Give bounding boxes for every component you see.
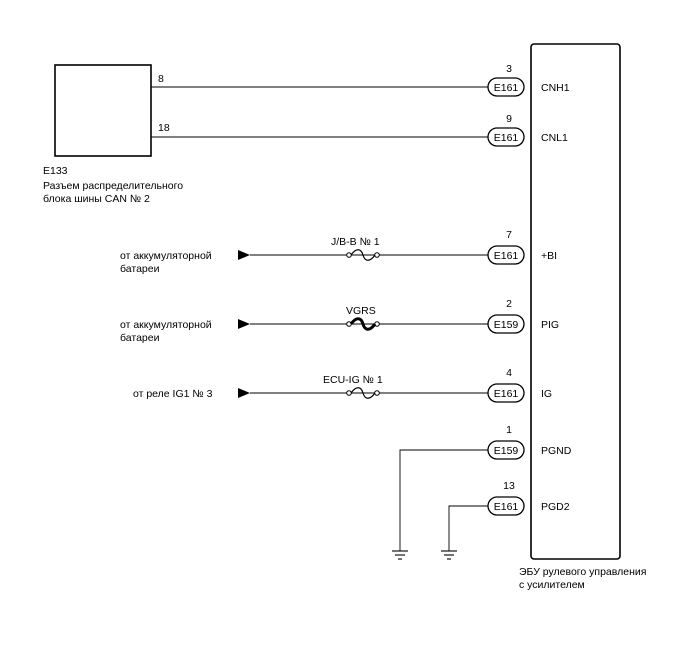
connector-tag [487, 77, 525, 97]
ecu-pin-number: 7 [506, 229, 512, 241]
ecu-box [530, 43, 621, 560]
source-label-pig-line2: батареи [120, 332, 160, 344]
connector-tag [487, 314, 525, 334]
source-label-ig: от реле IG1 № 3 [133, 388, 213, 400]
ecu-terminal-name: CNL1 [541, 132, 568, 144]
fuse-label-vgrs: VGRS [346, 305, 376, 317]
fuse-label-ecuig1: ECU-IG № 1 [323, 374, 383, 386]
ground-icon [441, 550, 457, 560]
ecu-pin-number: 4 [506, 367, 512, 379]
ecu-name-line2: с усилителем [519, 579, 585, 591]
can-connector-code: E133 [43, 165, 68, 177]
ecu-terminal-name: PIG [541, 319, 559, 331]
ecu-terminal-name: IG [541, 388, 552, 400]
connector-tag [487, 440, 525, 460]
ecu-terminal-name: PGD2 [541, 501, 570, 513]
source-label-bi-line1: от аккумуляторной [120, 250, 212, 262]
ecu-pin-number: 1 [506, 424, 512, 436]
can-connector-pin-18: 18 [158, 122, 170, 134]
source-label-pig-line1: от аккумуляторной [120, 319, 212, 331]
can-connector-name-line1: Разъем распределительного [43, 180, 183, 192]
wire-pgd2 [448, 505, 488, 551]
ecu-pin-number: 3 [506, 63, 512, 75]
supply-arrow-icon [238, 250, 250, 260]
fuse-label-jbb1: J/B-B № 1 [331, 236, 380, 248]
ecu-terminal-name: PGND [541, 445, 572, 457]
ground-icon [392, 550, 408, 560]
connector-tag [487, 245, 525, 265]
ecu-name-line1: ЭБУ рулевого управления [519, 566, 646, 578]
connector-code: E159 [494, 319, 519, 331]
fuse-icon [346, 387, 380, 399]
ecu-pin-number: 13 [503, 480, 515, 492]
wire-pgnd [399, 449, 488, 551]
connector-code: E161 [494, 132, 519, 144]
can-junction-connector-box [54, 64, 152, 157]
supply-arrow-icon [238, 319, 250, 329]
ecu-terminal-name: +BI [541, 250, 557, 262]
connector-code: E161 [494, 501, 519, 513]
connector-code: E161 [494, 388, 519, 400]
connector-tag [487, 383, 525, 403]
supply-arrow-icon [238, 388, 250, 398]
connector-tag [487, 127, 525, 147]
connector-code: E161 [494, 82, 519, 94]
fusible-link-icon [346, 317, 380, 331]
ecu-terminal-name: CNH1 [541, 82, 570, 94]
can-connector-pin-8: 8 [158, 73, 164, 85]
source-label-bi-line2: батареи [120, 263, 160, 275]
connector-code: E159 [494, 445, 519, 457]
connector-code: E161 [494, 250, 519, 262]
ecu-pin-number: 9 [506, 113, 512, 125]
connector-tag [487, 496, 525, 516]
can-connector-name-line2: блока шины CAN № 2 [43, 193, 150, 205]
ecu-pin-number: 2 [506, 298, 512, 310]
fuse-icon [346, 249, 380, 261]
